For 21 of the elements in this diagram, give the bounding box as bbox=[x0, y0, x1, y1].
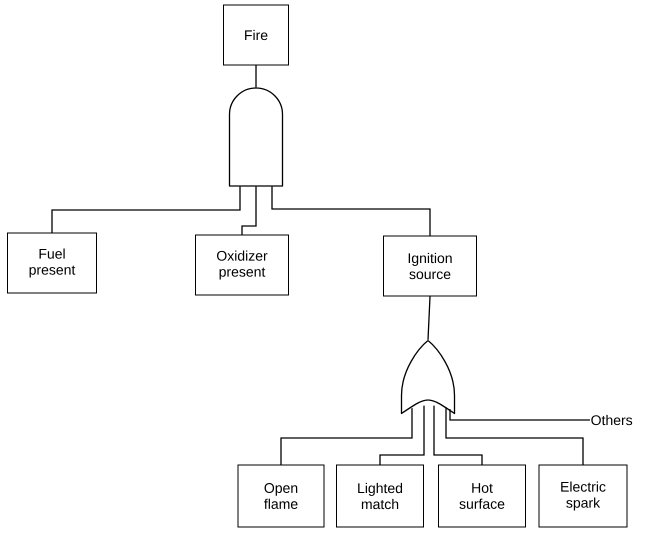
connector-line bbox=[379, 406, 425, 464]
or-gate bbox=[400, 340, 456, 414]
event-box: Ignition source bbox=[383, 236, 477, 296]
connector-line bbox=[445, 407, 584, 464]
connector-line bbox=[427, 296, 431, 340]
event-box: Fire bbox=[223, 4, 289, 66]
event-box: Oxidizer present bbox=[195, 234, 289, 296]
connector-line bbox=[433, 406, 483, 464]
connector-line bbox=[255, 66, 257, 88]
connector-line bbox=[51, 186, 241, 232]
connector-line bbox=[449, 409, 590, 421]
event-box: Hot surface bbox=[438, 464, 526, 528]
and-gate bbox=[228, 87, 284, 187]
event-box: Lighted match bbox=[336, 464, 424, 528]
connector-line bbox=[280, 408, 413, 464]
event-box: Electric spark bbox=[538, 464, 628, 528]
event-box: Open flame bbox=[238, 464, 324, 528]
label-text: Others bbox=[591, 414, 632, 426]
connector-line bbox=[271, 186, 431, 236]
connector-line bbox=[241, 186, 257, 234]
event-box: Fuel present bbox=[7, 232, 97, 294]
